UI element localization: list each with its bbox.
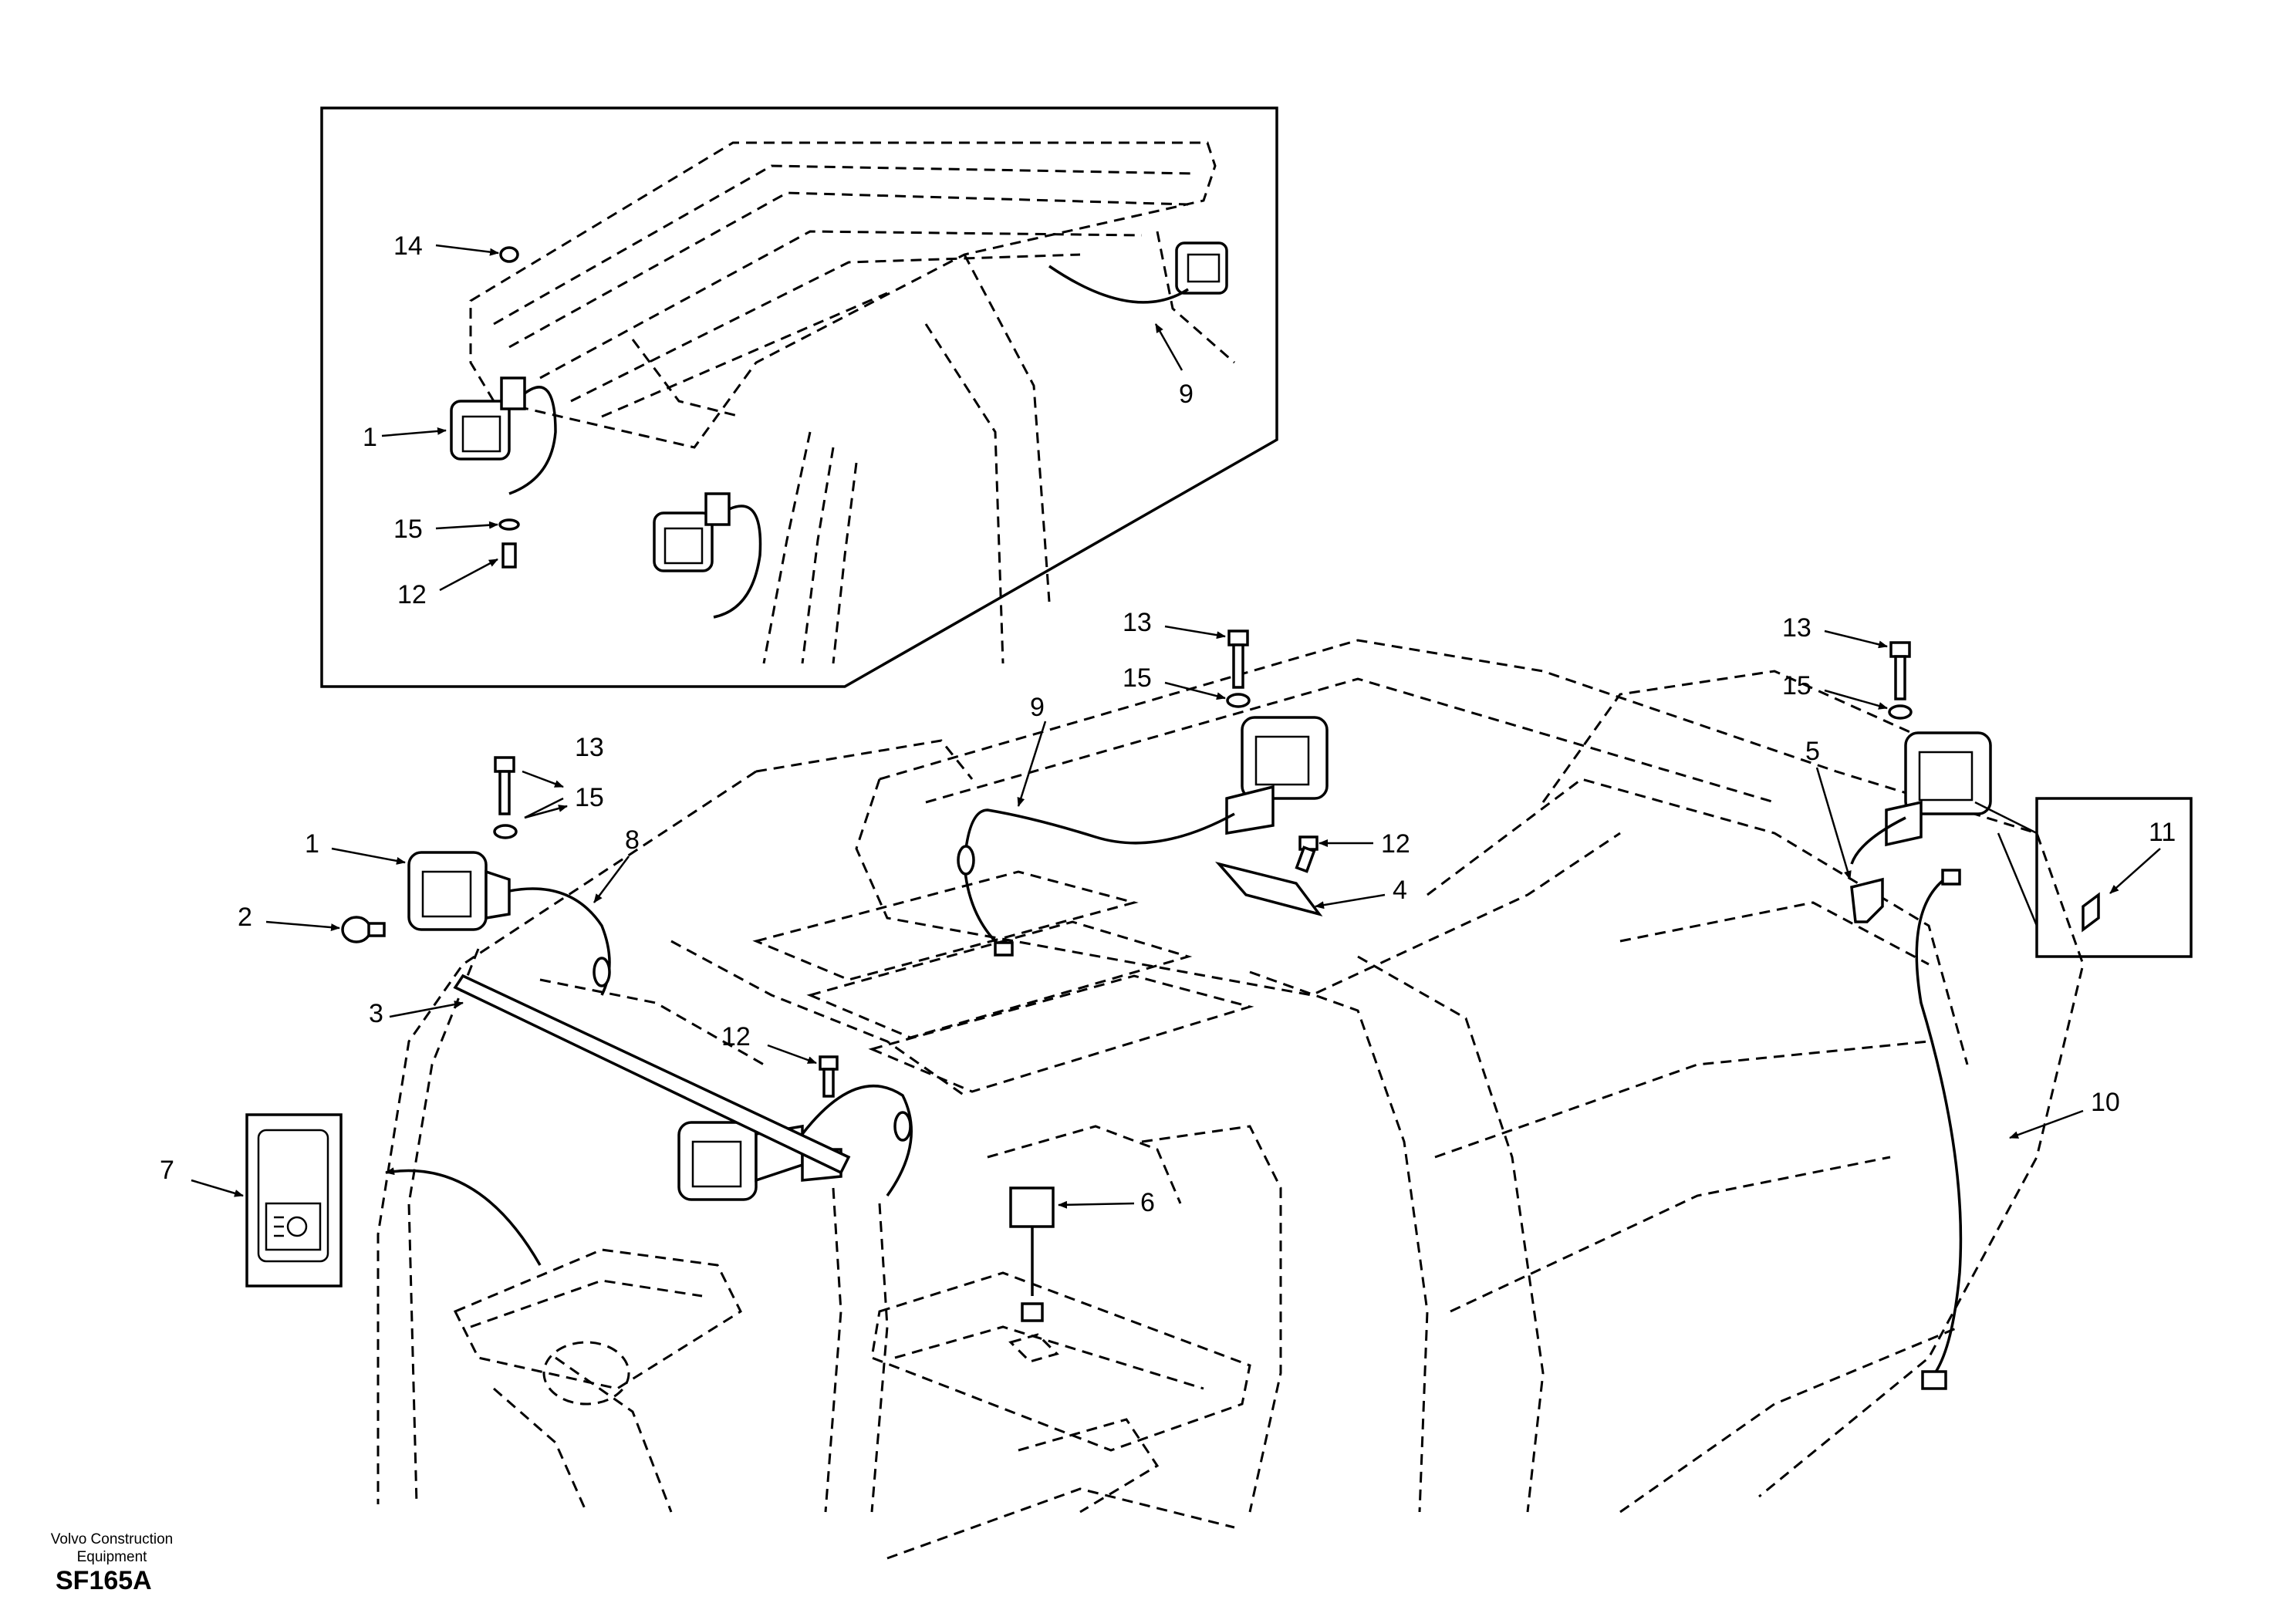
inset-bolt-icon — [501, 542, 517, 569]
bolt-washer-left-icon — [493, 756, 518, 839]
callout-3: 3 — [369, 999, 383, 1028]
callout-inset-12: 12 — [397, 580, 427, 609]
bolt-12-right-icon — [1295, 835, 1319, 873]
mounting-bracket-icon — [453, 974, 851, 1175]
callout-10: 10 — [2091, 1088, 2120, 1117]
callout-inset-9: 9 — [1179, 380, 1194, 409]
machine-outline — [376, 639, 2085, 1560]
callout-8: 8 — [625, 825, 640, 855]
inset-lamp-center-icon — [653, 492, 762, 619]
callout-15-right: 15 — [1782, 671, 1811, 700]
inset-frame — [320, 106, 1278, 688]
callout-5: 5 — [1805, 737, 1820, 766]
callout-inset-14: 14 — [393, 231, 423, 261]
harness-right-icon — [1915, 878, 1963, 1382]
harness-center-icon — [963, 808, 1235, 950]
drawing-code: SF165A — [56, 1566, 152, 1595]
bolt-washer-right-icon — [1888, 641, 1913, 720]
callout-6: 6 — [1140, 1188, 1155, 1217]
callout-2: 2 — [238, 903, 252, 932]
callout-9: 9 — [1030, 693, 1045, 722]
work-light-left-icon — [407, 851, 611, 996]
bracket-5-icon — [1850, 877, 1884, 923]
callout-7: 7 — [160, 1156, 174, 1185]
bulb-icon — [341, 916, 386, 943]
callout-13-left: 13 — [575, 733, 604, 762]
callout-12-right: 12 — [1381, 829, 1410, 859]
work-light-right-icon — [1850, 731, 1992, 865]
relay-icon — [1008, 1186, 1059, 1363]
bolt-12-lower-icon — [819, 1055, 839, 1098]
callout-inset-1: 1 — [363, 423, 377, 452]
inset-nut-icon — [499, 246, 519, 263]
callout-13-right: 13 — [1782, 613, 1811, 643]
callout-15-center: 15 — [1123, 663, 1152, 693]
callout-11: 11 — [2149, 818, 2176, 847]
inset-lamp-left-icon — [450, 376, 557, 495]
callout-inset-15: 15 — [393, 515, 423, 544]
callout-12-lower: 12 — [721, 1022, 751, 1051]
detail-box-11 — [1974, 797, 2193, 958]
manufacturer-label: Volvo Construction Equipment — [35, 1531, 189, 1566]
bolt-washer-center-icon — [1226, 629, 1251, 708]
work-light-center-icon — [1225, 716, 1329, 835]
manufacturer-line-2: Equipment — [76, 1549, 147, 1565]
callout-1: 1 — [305, 829, 319, 859]
callout-13-center: 13 — [1123, 608, 1152, 637]
inset-lamp-right-icon — [1048, 241, 1228, 304]
callout-15-left: 15 — [575, 783, 604, 812]
cover-plate-icon — [1215, 861, 1323, 916]
light-switch-icon — [245, 1113, 542, 1288]
inset-panel — [320, 106, 1278, 688]
manufacturer-line-1: Volvo Construction — [50, 1531, 174, 1547]
inset-washer-icon — [498, 518, 520, 531]
callout-4: 4 — [1393, 876, 1407, 905]
